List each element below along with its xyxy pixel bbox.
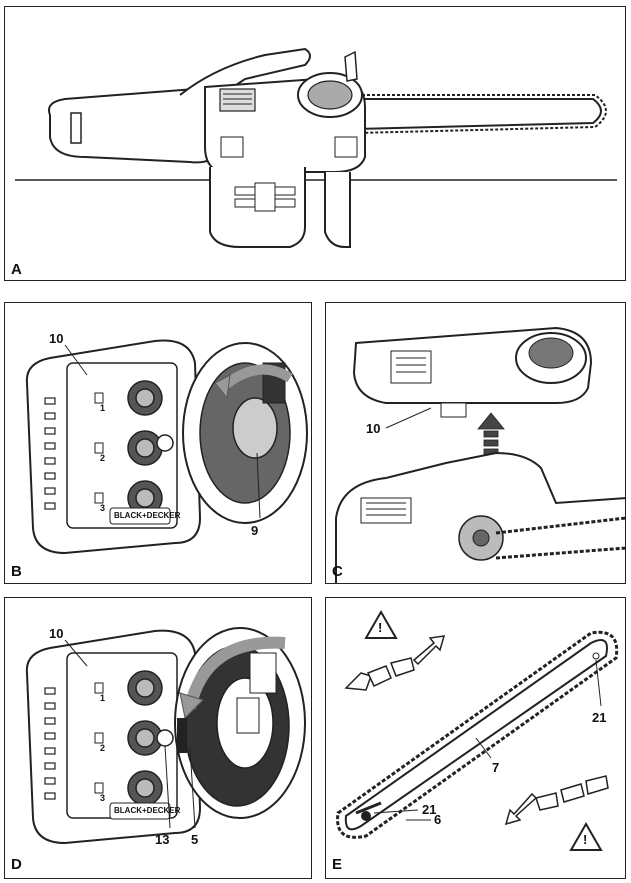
callout-d-step-2: 2 bbox=[100, 743, 106, 753]
brand-logo-d: BLACK+DECKER bbox=[114, 806, 181, 815]
chain-tension-illustration bbox=[25, 339, 308, 555]
callout-d-step-1: 1 bbox=[100, 693, 106, 703]
callout-e-21-top: 21 bbox=[592, 710, 607, 725]
figure-panel-e: ! ! 21 7 21 6 E bbox=[325, 597, 626, 879]
callout-d-13: 13 bbox=[155, 832, 170, 847]
tension-knob-illustration bbox=[25, 627, 306, 845]
callout-b-9: 9 bbox=[251, 523, 259, 538]
bar-and-chain-illustration bbox=[336, 609, 619, 851]
callout-b-step-2: 2 bbox=[100, 453, 106, 463]
figure-panel-a: A bbox=[4, 6, 626, 281]
warning-symbol-top: ! bbox=[378, 620, 383, 635]
callout-e-7: 7 bbox=[492, 760, 500, 775]
warning-icon-top bbox=[364, 609, 398, 639]
callout-d-step-3: 3 bbox=[100, 793, 106, 803]
callout-b-10: 10 bbox=[49, 331, 64, 346]
panel-label-e: E bbox=[332, 856, 343, 873]
chainsaw-side-illustration bbox=[15, 47, 617, 248]
warning-icon-bottom bbox=[569, 821, 603, 851]
callout-e-6: 6 bbox=[434, 812, 442, 827]
panel-label-d: D bbox=[11, 856, 22, 873]
figure-panel-b: 1 2 3 BLACK+DECKER 10 9 B bbox=[4, 302, 312, 584]
callout-d-10: 10 bbox=[49, 626, 64, 641]
cover-removal-illustration bbox=[335, 326, 625, 583]
callout-d-5: 5 bbox=[191, 832, 199, 847]
brand-logo-b: BLACK+DECKER bbox=[114, 511, 181, 520]
callout-b-step-3: 3 bbox=[100, 503, 106, 513]
figure-panel-c: 10 C bbox=[325, 302, 626, 584]
panel-label-b: B bbox=[11, 563, 22, 580]
callout-c-10: 10 bbox=[366, 421, 381, 436]
panel-label-c: C bbox=[332, 563, 343, 580]
callout-b-step-1: 1 bbox=[100, 403, 106, 413]
panel-label-a: A bbox=[11, 261, 22, 278]
figure-panel-d: 1 2 3 BLACK+DECKER 10 13 5 D bbox=[4, 597, 312, 879]
warning-symbol-bottom: ! bbox=[583, 832, 588, 847]
callout-e-21-bottom: 21 bbox=[422, 802, 437, 817]
